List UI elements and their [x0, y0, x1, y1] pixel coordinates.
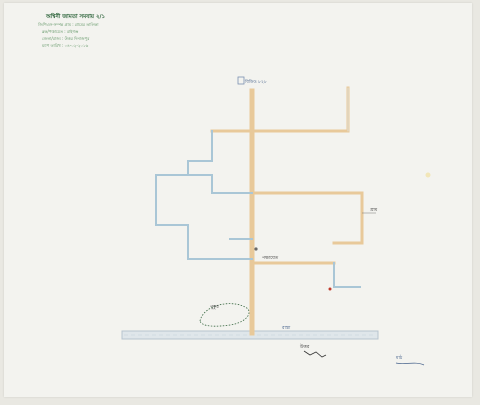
header-title: অশ্বিনী জামতা সমবায় ২/১ — [45, 11, 106, 20]
pond: পুকুর — [199, 303, 250, 327]
right-label: গ্রাম — [370, 207, 378, 213]
bottom-mark-label: মাঠ — [395, 354, 403, 361]
north-scribble — [303, 350, 327, 358]
header-line-4: ম্যাপ তারিখ : ০৪-০২-২০১৬ — [41, 43, 89, 48]
hand-drawn-map: অশ্বিনী জামতা সমবায় ২/১ জিপিএস-সম্পন্ন … — [37, 11, 431, 366]
orange-roads — [210, 86, 364, 336]
header-line-2: ব্লক/পঞ্চায়েত : রাইগঞ্জ — [41, 29, 79, 34]
center-label: পঞ্চায়েত — [262, 255, 279, 261]
north-mark: উত্তর — [299, 343, 327, 358]
map-labels: বিডিও ৮২৮ গ্রাম পঞ্চায়েত — [237, 76, 431, 291]
bottom-mark-scribble — [395, 362, 425, 366]
blue-roads — [155, 87, 361, 288]
header-notes: অশ্বিনী জামতা সমবায় ২/১ জিপিএস-সম্পন্ন … — [37, 11, 106, 48]
top-label: বিডিও ৮২৮ — [244, 79, 268, 85]
paper-stain — [425, 172, 431, 178]
map-sheet: অশ্বিনী জামতা সমবায় ২/১ জিপিএস-সম্পন্ন … — [4, 3, 472, 397]
pond-outline — [199, 303, 250, 327]
center-marker — [254, 247, 258, 251]
road-label: রাস্তা — [281, 325, 291, 331]
bottom-mark: মাঠ — [395, 354, 425, 366]
top-building-marker — [237, 76, 245, 85]
red-marker — [328, 287, 332, 291]
header-line-3: জেলা/রাজ্য : উত্তর দিনাজপুর — [42, 36, 90, 41]
blue-road-east — [333, 262, 361, 288]
north-label: উত্তর — [299, 343, 310, 350]
header-line-1: জিপিএস-সম্পন্ন গ্রাম : গ্রামের তালিকা — [37, 22, 99, 27]
blue-road-upper — [187, 130, 253, 194]
blue-road-lower — [155, 174, 253, 260]
pond-label: পুকুর — [210, 305, 219, 310]
